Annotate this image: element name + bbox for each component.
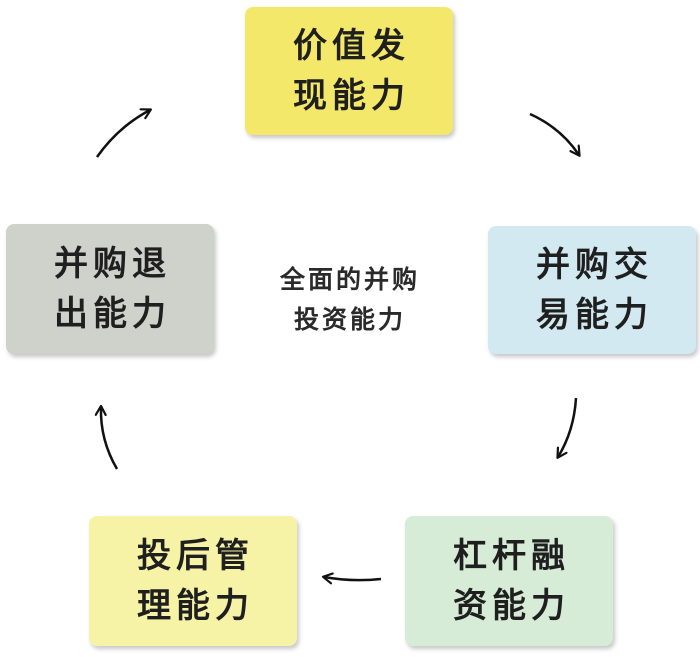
arrow-value-to-transaction [529,112,579,155]
node-ma-exit-line2: 出能力 [54,294,171,334]
center-label: 全面的并购 投资能力 [240,258,460,342]
node-value-discovery-line1: 价值发 [293,26,410,66]
node-post-investment-management-line2: 理能力 [137,586,254,626]
node-ma-transaction-line1: 并购交 [536,245,653,285]
node-leveraged-financing-line2: 资能力 [453,586,570,626]
arrow-transaction-to-financing [558,397,578,457]
node-post-investment-management-line1: 投后管 [137,536,254,576]
node-ma-exit: 并购退 出能力 [6,224,214,354]
node-post-investment-management: 投后管 理能力 [89,516,297,646]
arrow-exit-to-value [95,110,150,158]
center-label-line1: 全面的并购 [279,265,420,294]
node-leveraged-financing-line1: 杠杆融 [453,536,570,576]
node-leveraged-financing: 杠杆融 资能力 [405,516,613,646]
node-ma-exit-line1: 并购退 [54,244,171,284]
node-ma-transaction-line2: 易能力 [536,295,653,335]
arrow-postmanagement-to-exit [101,407,119,470]
center-label-line2: 投资能力 [293,305,406,334]
arrow-financing-to-postmanagement [324,577,382,580]
node-value-discovery: 价值发 现能力 [245,7,453,135]
node-ma-transaction: 并购交 易能力 [488,226,696,354]
node-value-discovery-line2: 现能力 [293,76,410,116]
